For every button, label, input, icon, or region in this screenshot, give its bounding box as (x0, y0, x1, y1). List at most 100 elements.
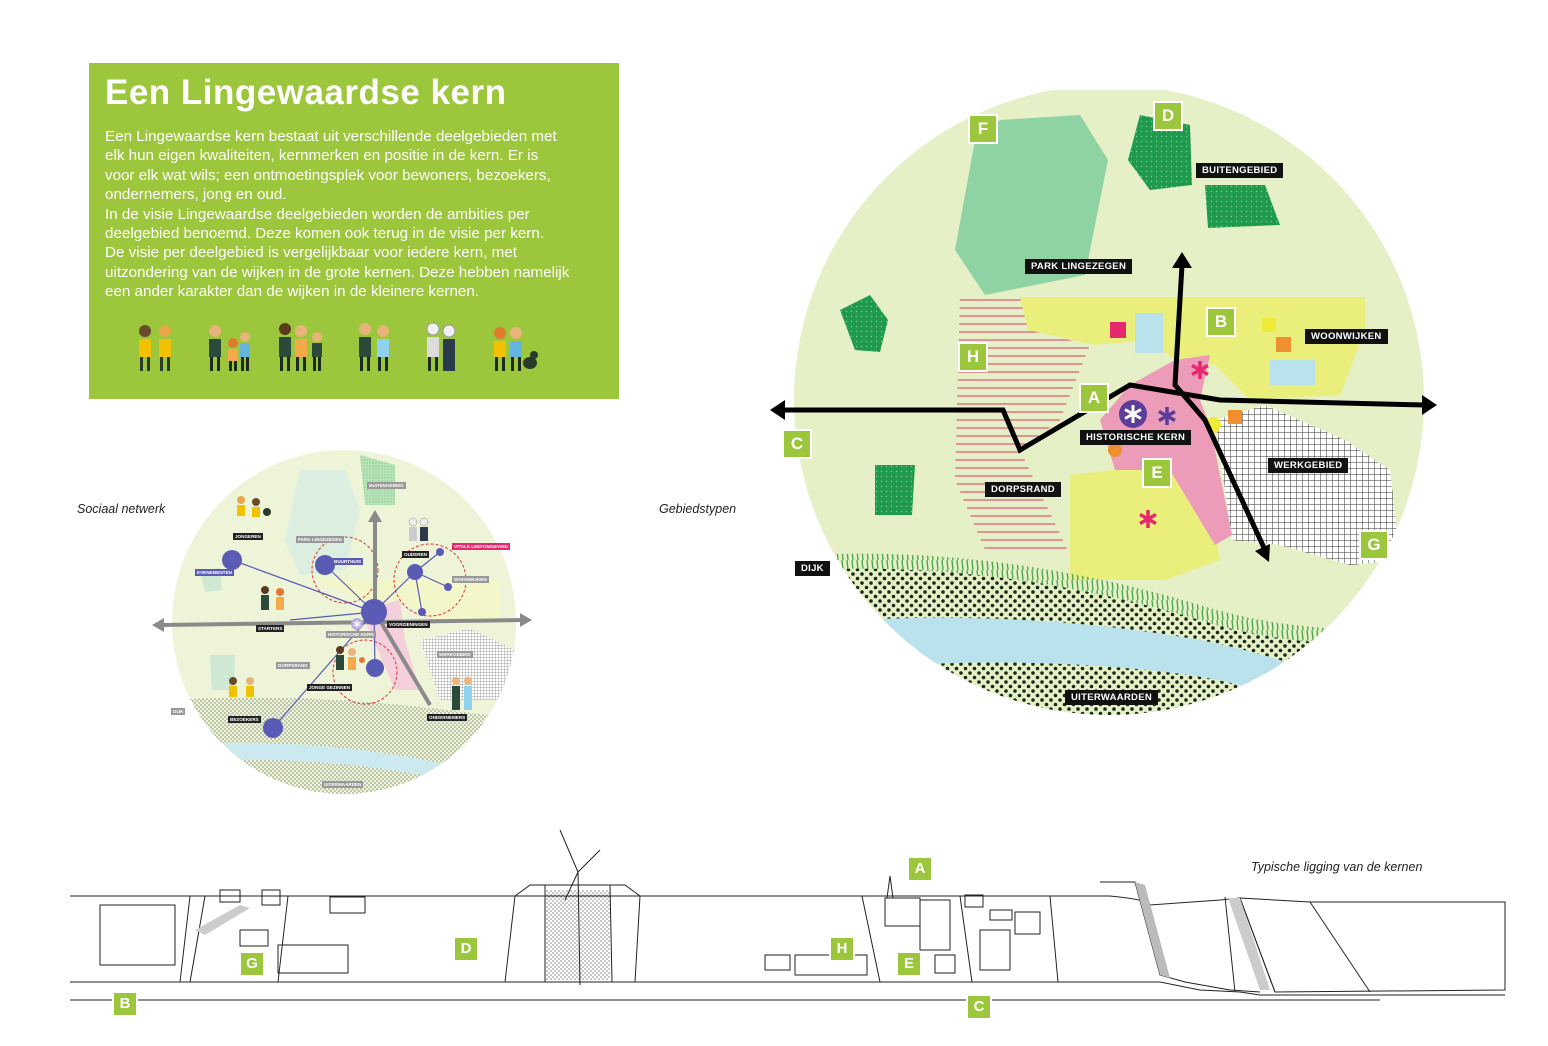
section-badge-b: B (112, 991, 138, 1017)
forest-southwest (875, 465, 915, 515)
mini-people-jongeren (237, 496, 271, 517)
badge-g: G (1359, 530, 1389, 560)
social-forest-d (360, 455, 395, 505)
forest-buitengebied (1205, 185, 1280, 228)
label-dijk: DIJK (795, 561, 830, 576)
badge-b: B (1206, 307, 1236, 337)
slabel-vitale: VITALE LEEFOMGEVING (452, 543, 511, 550)
slabel-dijk: DIJK (171, 708, 186, 715)
label-dorpsrand: DORPSRAND (985, 482, 1061, 497)
orange-square-2 (1228, 410, 1242, 424)
section-drawing (70, 829, 1506, 1001)
network-node-evenementen (222, 550, 242, 570)
blue-block-1 (1135, 313, 1163, 353)
social-forest-sw (210, 655, 235, 690)
river (794, 617, 1350, 715)
social-network-map (152, 450, 532, 794)
park-lingezegen-area (955, 115, 1108, 295)
slabel-ouderen: OUDEREN (402, 551, 429, 558)
industry-shadow (195, 905, 250, 935)
road-arrow-south (1255, 544, 1270, 562)
network-node-center (361, 599, 387, 625)
orange-square-1 (1276, 337, 1291, 352)
social-woonwijken (315, 580, 500, 622)
people-illustrations (139, 322, 538, 371)
intro-panel: Een Lingewaardse kern Een Lingewaardse k… (89, 63, 619, 399)
areas-map (770, 90, 1437, 715)
river-shade (1135, 882, 1170, 978)
dike-grass (800, 553, 1424, 645)
social-asterisk-icon (351, 618, 363, 630)
network-node-small-1 (436, 548, 444, 556)
label-uiterwaarden: UITERWAARDEN (1065, 690, 1159, 705)
people-group-ouderen (426, 322, 456, 371)
windmill-blades (559, 829, 601, 901)
section-badge-g: G (239, 951, 265, 977)
asterisk-pink-icon-1 (1191, 361, 1209, 379)
mini-people-ouderen (408, 517, 429, 541)
road-arrow-east (1422, 395, 1437, 415)
slabel-jongeren: JONGEREN (233, 533, 263, 540)
section-badge-c: C (966, 994, 992, 1020)
social-werkgebied (420, 628, 516, 700)
social-arrow-north (368, 510, 382, 522)
slabel-bezoekers: BEZOEKERS (228, 716, 261, 723)
people-group-ondernemers (359, 323, 389, 371)
slabel-buurthuis: BUURTHUIS (332, 558, 364, 565)
gezinnen-ring (332, 639, 398, 705)
forest-d (1128, 115, 1192, 190)
badge-c: C (782, 429, 812, 459)
badge-d: D (1153, 101, 1183, 131)
caption-typische-ligging: Typische ligging van de kernen (1251, 860, 1423, 874)
network-node-small-2 (444, 583, 452, 591)
road-arrow-north (1172, 252, 1192, 268)
intro-text: Een Lingewaardse kern bestaat uit versch… (105, 128, 570, 301)
badge-f: F (968, 114, 998, 144)
people-group-jongeren (139, 325, 171, 371)
asterisk-pink-icon-2 (1139, 510, 1157, 528)
social-arrow-west (152, 618, 164, 632)
mini-people-starters (261, 586, 284, 610)
mini-people-bezoekers (229, 677, 254, 697)
slabel-evenementen: EVENEMENTEN (195, 569, 234, 576)
mini-people-ondernemers (452, 677, 472, 710)
forest-west (840, 295, 888, 352)
label-park-lingezegen: PARK LINGEZEGEN (1025, 259, 1133, 274)
slabel-jonge-gezinnen: JONGE GEZINNEN (307, 684, 353, 691)
label-buitengebied: BUITENGEBIED (1196, 163, 1284, 178)
werkgebied-area (1215, 405, 1400, 565)
slabel-werkgebied: WERKGEBIED (437, 651, 473, 658)
slabel-ondernemers: ONDERNEMERS (427, 714, 468, 721)
network-node-small-3 (418, 608, 426, 616)
buurthuis-ring (311, 536, 379, 604)
dike-trees (546, 890, 610, 980)
orange-dot (1108, 443, 1122, 457)
social-roads (159, 520, 526, 707)
label-woonwijken: WOONWIJKEN (1305, 329, 1388, 344)
floodplain-shade (1228, 898, 1270, 990)
slabel-woonwijken: WOONWIJKEN (452, 576, 489, 583)
label-historische-kern: HISTORISCHE KERN (1080, 430, 1192, 445)
page-title: Een Lingewaardse kern (105, 73, 507, 112)
social-park (285, 470, 360, 575)
network-node-buurthuis (315, 555, 335, 575)
slabel-park: PARK LINGEZEGEN (296, 536, 344, 543)
slabel-uiterwaarden: UITERWAARDEN (322, 781, 364, 788)
section-badge-a: A (907, 856, 933, 882)
asterisk-purple-icon (1158, 407, 1176, 425)
people-group-starters (209, 325, 250, 371)
section-badge-h: H (829, 936, 855, 962)
pink-square (1110, 322, 1126, 338)
dike-shape (505, 884, 641, 983)
section-badge-d: D (453, 936, 479, 962)
slabel-starters: STARTERS (256, 625, 285, 632)
caption-sociaal-netwerk: Sociaal netwerk (77, 502, 166, 516)
slabel-dorpsrand: DORPSRAND (276, 662, 310, 669)
network-node-gezinnen (366, 659, 384, 677)
blue-block-2 (1270, 360, 1315, 385)
asterisk-historic-icon (1119, 400, 1147, 428)
mini-people-gezinnen (336, 646, 365, 670)
badge-h: H (958, 342, 988, 372)
people-group-bezoekers (494, 327, 538, 371)
label-werkgebied: WERKGEBIED (1268, 458, 1349, 473)
